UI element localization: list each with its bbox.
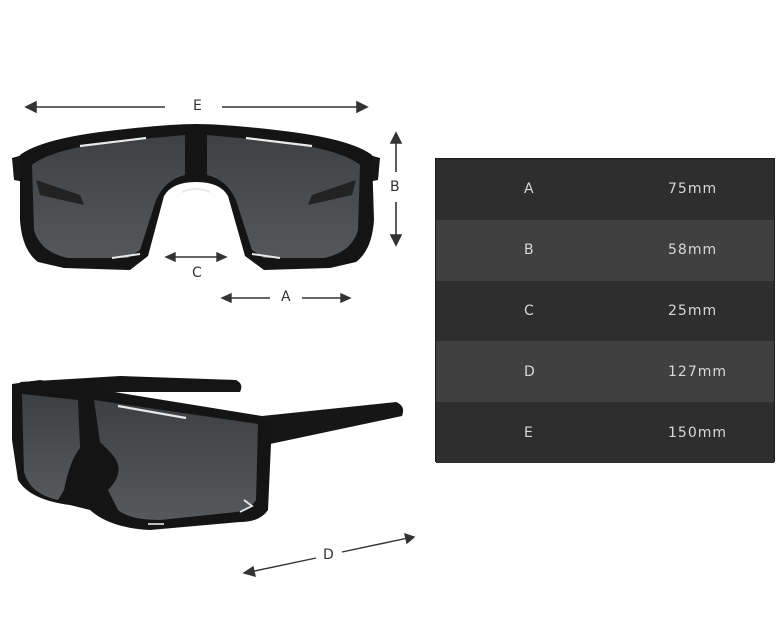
size-value: 127mm xyxy=(668,363,727,380)
dimension-b-arrow xyxy=(389,131,403,247)
dimension-label-d: D xyxy=(323,547,334,563)
size-value: 25mm xyxy=(668,302,718,319)
dimension-label-c: C xyxy=(192,265,202,281)
dimension-c-arrow xyxy=(164,251,228,263)
dimension-d-arrow xyxy=(242,532,416,577)
size-row-c: C 25mm xyxy=(436,280,774,342)
dimension-e-arrow xyxy=(24,100,369,114)
dimension-label-b: B xyxy=(390,179,400,195)
size-key: B xyxy=(524,242,535,259)
size-value: 75mm xyxy=(668,181,718,198)
side-view-sunglasses xyxy=(12,376,416,577)
size-key: E xyxy=(524,424,534,441)
dimension-a-arrow xyxy=(220,292,352,304)
size-key: D xyxy=(524,363,536,380)
size-key: C xyxy=(524,302,535,319)
size-table: A 75mm B 58mm C 25mm D 127mm E 150mm xyxy=(435,158,775,463)
size-value: 150mm xyxy=(668,424,727,441)
dimension-label-a: A xyxy=(281,289,291,305)
size-key: A xyxy=(524,181,535,198)
size-row-b: B 58mm xyxy=(436,219,774,281)
dimension-label-e: E xyxy=(193,98,202,114)
size-value: 58mm xyxy=(668,242,718,259)
size-row-a: A 75mm xyxy=(436,159,774,220)
size-row-e: E 150mm xyxy=(436,402,774,463)
size-row-d: D 127mm xyxy=(436,341,774,403)
front-view-sunglasses xyxy=(12,100,403,304)
